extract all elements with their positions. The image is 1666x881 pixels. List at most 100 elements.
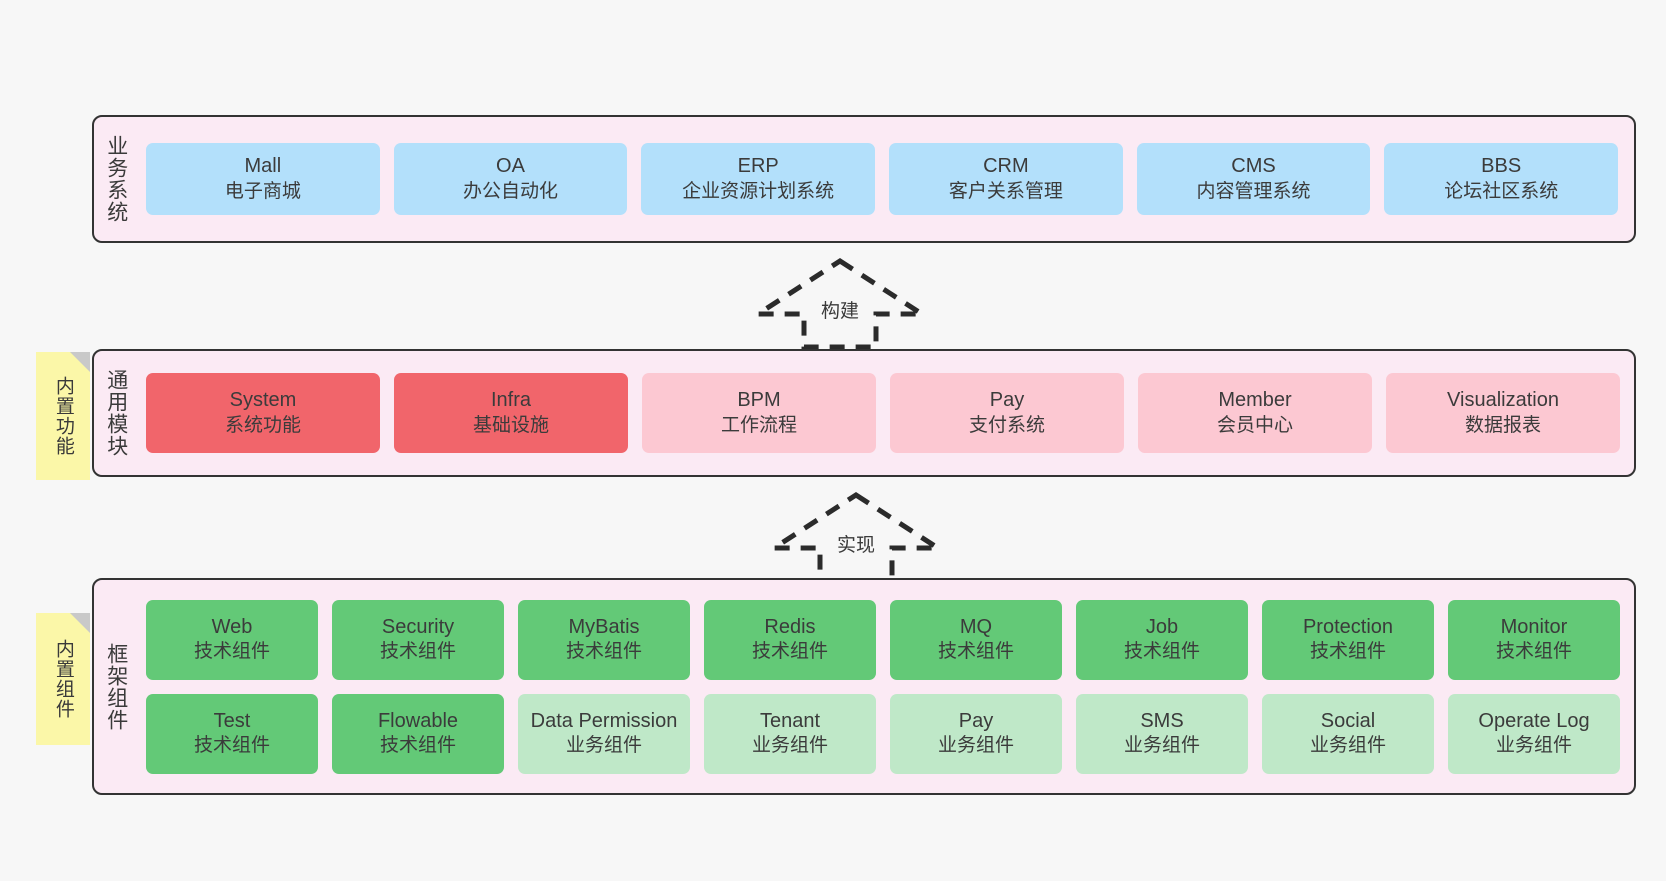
note-builtin-component: 内置组件 xyxy=(36,613,90,745)
card-title-en: Test xyxy=(213,709,251,732)
card-title-en: MQ xyxy=(959,615,993,638)
card-title-cn: 技术组件 xyxy=(379,735,456,757)
card-system[interactable]: System 系统功能 xyxy=(146,373,380,453)
card-monitor[interactable]: Monitor 技术组件 xyxy=(1448,599,1620,680)
card-data-permission[interactable]: Data Permission 业务组件 xyxy=(518,693,690,774)
card-title-en: MyBatis xyxy=(568,615,640,638)
card-title-cn: 业务组件 xyxy=(937,735,1014,757)
card-title-en: Flowable xyxy=(377,709,459,732)
card-infra[interactable]: Infra 基础设施 xyxy=(394,373,628,453)
card-title-cn: 会员中心 xyxy=(1216,414,1293,436)
card-web[interactable]: Web 技术组件 xyxy=(146,599,318,680)
arrow-implement: 实现 xyxy=(765,492,947,584)
card-title-en: Monitor xyxy=(1500,615,1568,638)
card-title-cn: 办公自动化 xyxy=(463,180,559,202)
layer-framework-components-label: 框架组件 xyxy=(104,642,128,731)
card-title-en: SMS xyxy=(1140,709,1184,732)
card-title-en: Visualization xyxy=(1447,389,1559,412)
card-sms[interactable]: SMS 业务组件 xyxy=(1076,693,1248,774)
card-crm[interactable]: CRM 客户关系管理 xyxy=(889,143,1123,215)
card-title-cn: 系统功能 xyxy=(224,414,301,436)
card-redis[interactable]: Redis 技术组件 xyxy=(704,599,876,680)
card-row: System 系统功能 Infra 基础设施 BPM 工作流程 Pay 支付系统… xyxy=(146,373,1620,453)
card-title-cn: 基础设施 xyxy=(472,414,549,436)
card-mq[interactable]: MQ 技术组件 xyxy=(890,599,1062,680)
card-title-cn: 技术组件 xyxy=(1309,641,1386,663)
card-title-cn: 业务组件 xyxy=(751,735,828,757)
arrow-build-shape xyxy=(749,258,931,350)
card-erp[interactable]: ERP 企业资源计划系统 xyxy=(641,143,876,215)
card-operate-log[interactable]: Operate Log 业务组件 xyxy=(1448,693,1620,774)
card-title-cn: 内容管理系统 xyxy=(1196,180,1311,202)
card-tenant[interactable]: Tenant 业务组件 xyxy=(704,693,876,774)
card-title-en: Security xyxy=(381,615,455,638)
card-title-en: Data Permission xyxy=(530,709,678,732)
card-title-en: ERP xyxy=(737,155,779,178)
card-social[interactable]: Social 业务组件 xyxy=(1262,693,1434,774)
card-title-cn: 业务组件 xyxy=(1123,735,1200,757)
card-title-cn: 技术组件 xyxy=(379,641,456,663)
card-title-en: Social xyxy=(1320,709,1376,732)
card-title-en: Web xyxy=(211,615,253,638)
card-member[interactable]: Member 会员中心 xyxy=(1138,373,1372,453)
card-title-cn: 论坛社区系统 xyxy=(1444,180,1559,202)
card-row: Mall 电子商城 OA 办公自动化 ERP 企业资源计划系统 CRM 客户关系… xyxy=(146,143,1619,215)
card-title-cn: 业务组件 xyxy=(565,735,642,757)
card-flowable[interactable]: Flowable 技术组件 xyxy=(332,693,504,774)
note-builtin-function: 内置功能 xyxy=(36,352,90,480)
card-visualization[interactable]: Visualization 数据报表 xyxy=(1386,373,1620,453)
card-title-cn: 业务组件 xyxy=(1309,735,1386,757)
note-text: 内置功能 xyxy=(52,376,74,456)
layer-common-modules-body: System 系统功能 Infra 基础设施 BPM 工作流程 Pay 支付系统… xyxy=(138,351,1634,475)
card-title-en: Operate Log xyxy=(1478,709,1590,732)
card-title-en: Mall xyxy=(244,155,282,178)
card-title-en: Pay xyxy=(989,389,1025,412)
card-protection[interactable]: Protection 技术组件 xyxy=(1262,599,1434,680)
arrow-implement-label: 实现 xyxy=(836,535,875,556)
card-title-en: CMS xyxy=(1231,155,1276,178)
card-title-en: Pay xyxy=(958,709,994,732)
card-title-cn: 电子商城 xyxy=(224,180,301,202)
note-fold-icon xyxy=(70,613,90,633)
card-oa[interactable]: OA 办公自动化 xyxy=(393,143,628,215)
card-title-en: Tenant xyxy=(759,709,821,732)
card-title-cn: 技术组件 xyxy=(565,641,642,663)
card-title-cn: 技术组件 xyxy=(193,735,270,757)
card-title-en: Job xyxy=(1145,615,1179,638)
card-title-cn: 数据报表 xyxy=(1464,414,1541,436)
layer-common-modules: 通用模块 System 系统功能 Infra 基础设施 BPM 工作流程 Pay… xyxy=(92,349,1636,477)
card-title-cn: 技术组件 xyxy=(937,641,1014,663)
arrow-build: 构建 xyxy=(749,258,931,350)
card-bpm[interactable]: BPM 工作流程 xyxy=(642,373,876,453)
card-title-en: Member xyxy=(1218,389,1292,412)
card-title-cn: 客户关系管理 xyxy=(948,180,1063,202)
card-title-cn: 技术组件 xyxy=(1495,641,1572,663)
arrow-build-label: 构建 xyxy=(820,301,859,322)
card-title-en: System xyxy=(229,389,297,412)
card-job[interactable]: Job 技术组件 xyxy=(1076,599,1248,680)
card-title-en: CRM xyxy=(983,155,1029,178)
card-title-cn: 业务组件 xyxy=(1495,735,1572,757)
layer-framework-components-body: Web 技术组件 Security 技术组件 MyBatis 技术组件 Redi… xyxy=(138,580,1634,793)
layer-common-modules-label: 通用模块 xyxy=(104,369,128,457)
card-row: Test 技术组件 Flowable 技术组件 Data Permission … xyxy=(146,693,1620,774)
card-bbs[interactable]: BBS 论坛社区系统 xyxy=(1384,143,1619,215)
card-cms[interactable]: CMS 内容管理系统 xyxy=(1136,143,1371,215)
note-fold-icon xyxy=(70,352,90,372)
card-mybatis[interactable]: MyBatis 技术组件 xyxy=(518,599,690,680)
card-title-cn: 支付系统 xyxy=(968,414,1045,436)
layer-business-systems-label: 业务系统 xyxy=(104,135,128,223)
card-mall[interactable]: Mall 电子商城 xyxy=(146,143,380,215)
card-pay[interactable]: Pay 支付系统 xyxy=(890,373,1124,453)
card-security[interactable]: Security 技术组件 xyxy=(332,599,504,680)
card-title-cn: 企业资源计划系统 xyxy=(682,180,835,202)
card-title-en: OA xyxy=(496,155,525,178)
card-pay-component[interactable]: Pay 业务组件 xyxy=(890,693,1062,774)
card-row: Web 技术组件 Security 技术组件 MyBatis 技术组件 Redi… xyxy=(146,599,1620,680)
layer-business-systems-body: Mall 电子商城 OA 办公自动化 ERP 企业资源计划系统 CRM 客户关系… xyxy=(138,117,1634,241)
card-title-en: BPM xyxy=(737,389,781,412)
card-test[interactable]: Test 技术组件 xyxy=(146,693,318,774)
card-title-cn: 技术组件 xyxy=(193,641,270,663)
layer-business-systems: 业务系统 Mall 电子商城 OA 办公自动化 ERP 企业资源计划系统 CRM… xyxy=(92,115,1636,243)
